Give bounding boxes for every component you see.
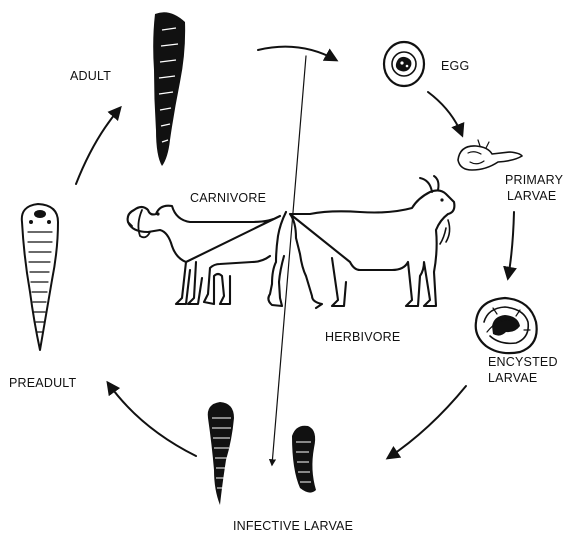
arrow-preadult-to-adult <box>76 108 120 184</box>
label-adult: ADULT <box>70 68 111 84</box>
carnivore-dog-icon <box>128 206 286 306</box>
label-primary-larvae-line1: PRIMARY <box>505 172 563 188</box>
label-encysted-larvae-line1: ENCYSTED <box>488 354 558 370</box>
arrow-encysted-to-infective <box>388 386 466 458</box>
arrow-egg-to-primary-larvae <box>428 92 462 135</box>
label-preadult: PREADULT <box>9 375 76 391</box>
arrow-primary-to-encysted <box>508 212 514 278</box>
label-infective-larvae: INFECTIVE LARVAE <box>233 518 353 534</box>
preadult-worm-icon <box>22 204 58 350</box>
arrow-adult-to-egg <box>258 47 336 60</box>
adult-worm-icon <box>153 12 185 166</box>
primary-larva-icon <box>458 140 522 170</box>
infective-larva-icon <box>208 402 316 505</box>
label-encysted-larvae-line2: LARVAE <box>488 370 537 386</box>
encysted-larva-icon <box>476 298 537 353</box>
arrow-infective-to-preadult <box>108 383 196 456</box>
label-primary-larvae-line2: LARVAE <box>507 188 556 204</box>
egg-icon <box>384 42 424 86</box>
label-egg: EGG <box>441 58 469 74</box>
herbivore-goat-icon <box>290 176 454 308</box>
label-carnivore: CARNIVORE <box>190 190 266 206</box>
label-herbivore: HERBIVORE <box>325 329 400 345</box>
